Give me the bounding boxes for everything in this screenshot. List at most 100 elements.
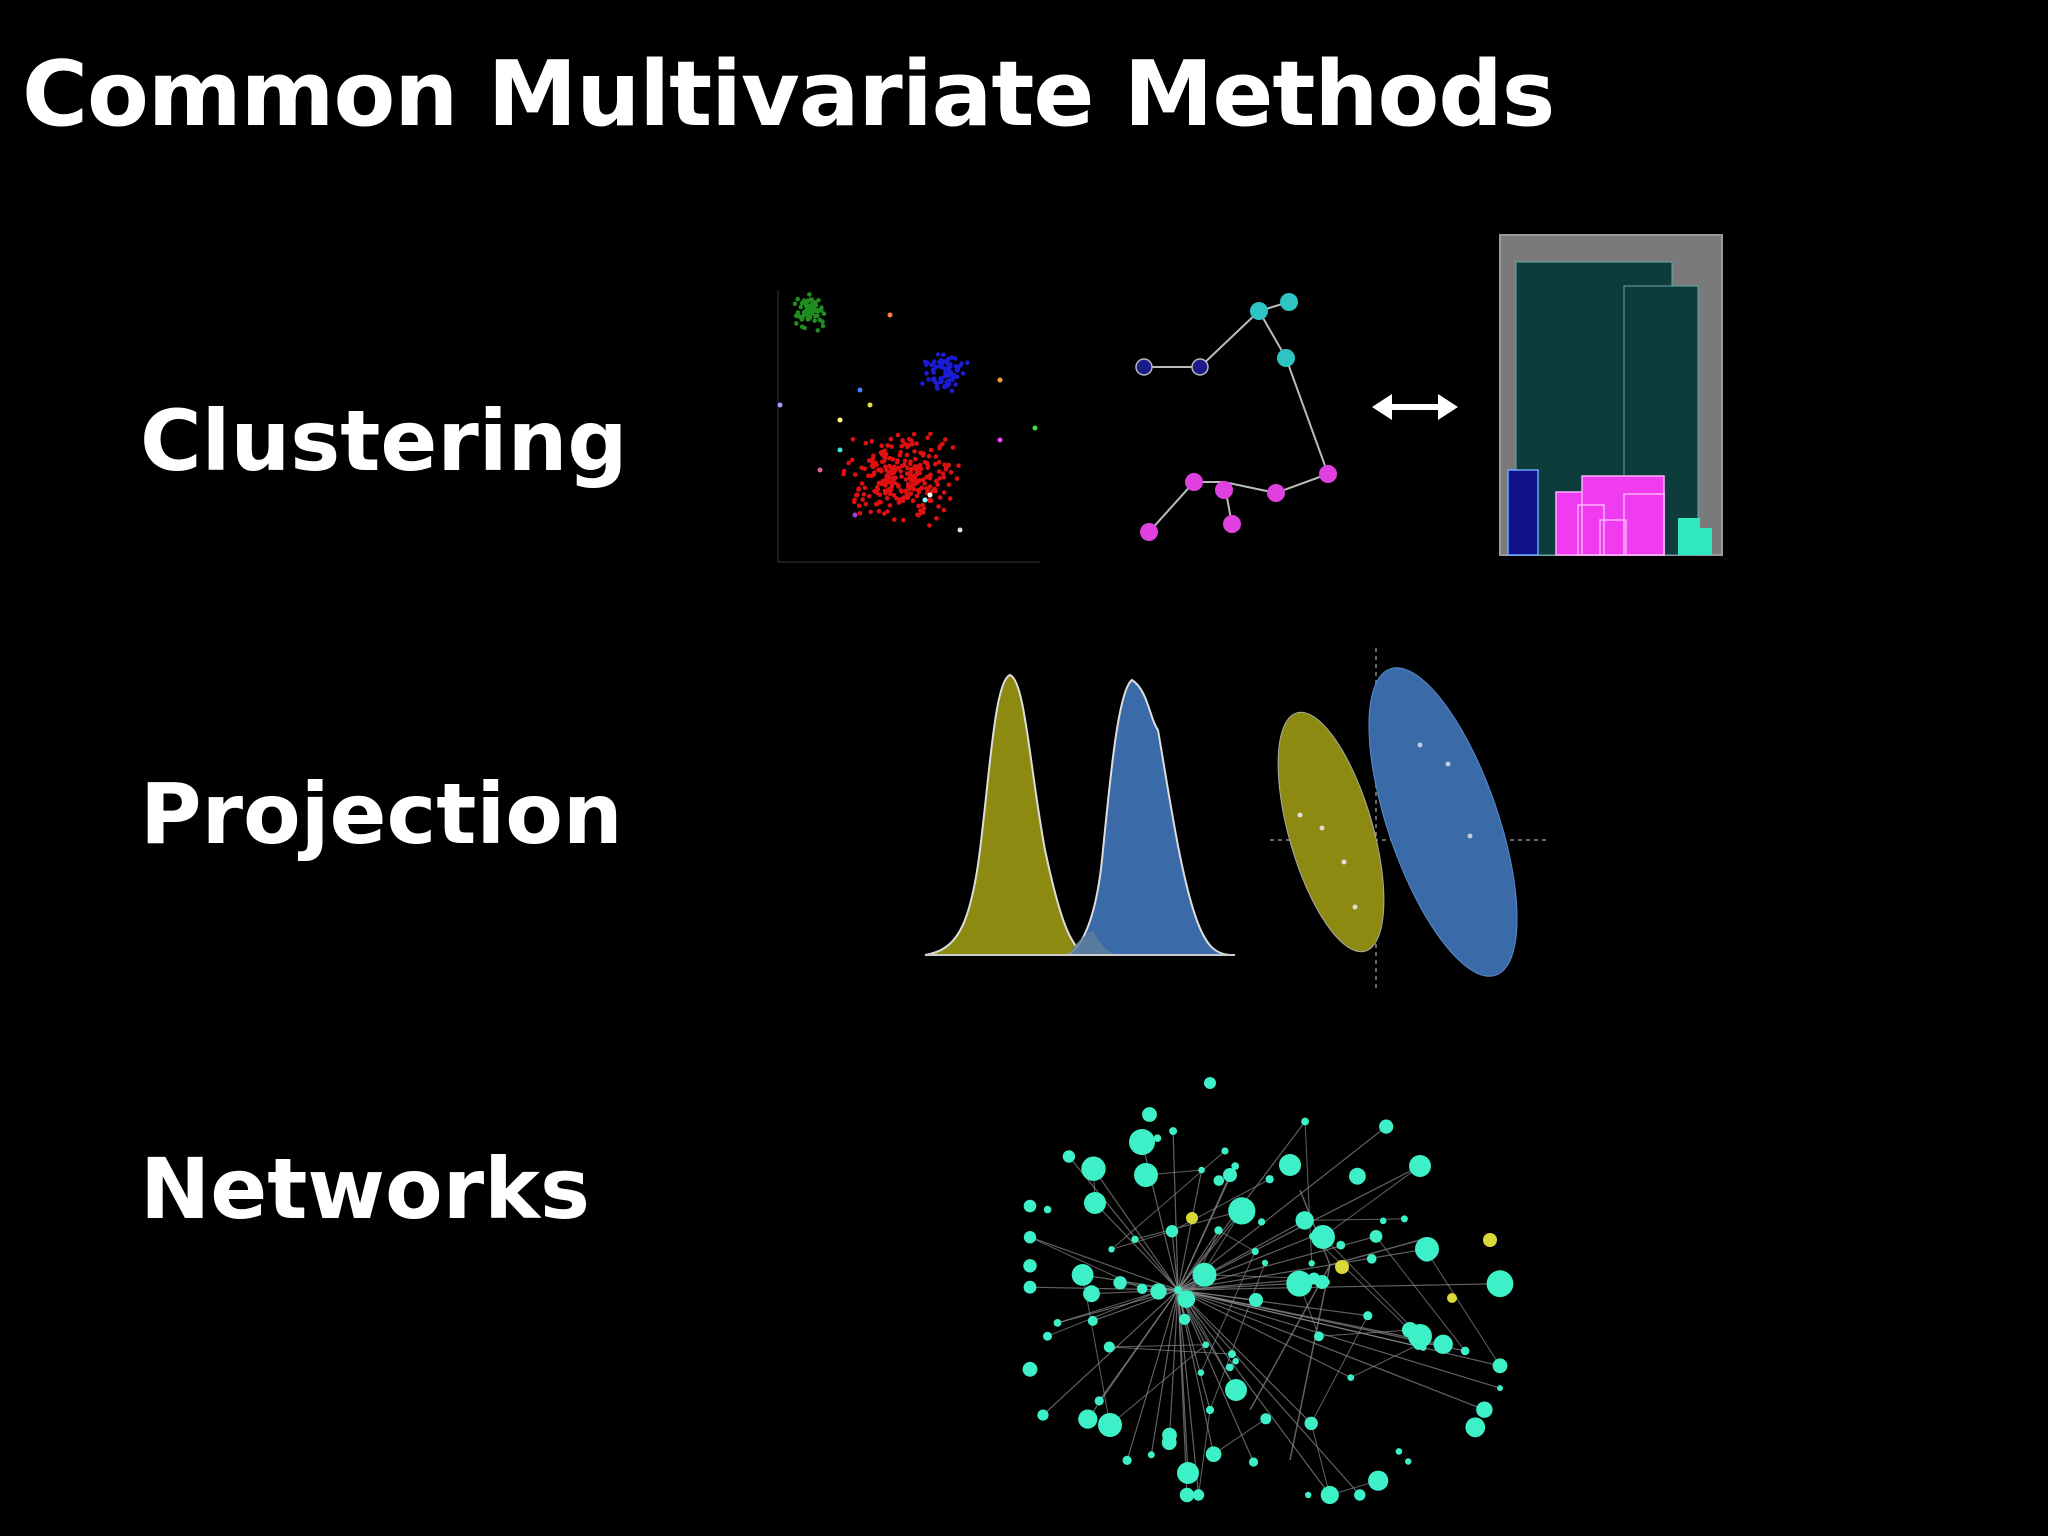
scatter-point bbox=[1032, 425, 1038, 431]
network-node bbox=[1094, 1396, 1104, 1406]
scatter-point bbox=[950, 445, 956, 450]
scatter-point bbox=[997, 437, 1003, 443]
scatter-point bbox=[820, 323, 826, 329]
scatter-point bbox=[949, 388, 955, 394]
network-node bbox=[1043, 1331, 1052, 1341]
network-node bbox=[1142, 1107, 1157, 1122]
scatter-point bbox=[920, 381, 925, 386]
scatter-point bbox=[805, 310, 811, 316]
tree-node bbox=[1223, 515, 1241, 533]
scatter-point bbox=[896, 465, 901, 471]
tree-node bbox=[1215, 481, 1233, 499]
network-node bbox=[1098, 1413, 1122, 1437]
network-edge bbox=[1094, 1202, 1179, 1291]
network-node bbox=[1460, 1346, 1470, 1356]
scatter-point bbox=[846, 460, 851, 466]
network-node bbox=[1228, 1197, 1256, 1225]
scatter-point bbox=[906, 442, 912, 448]
scatter-point bbox=[927, 484, 933, 489]
scatter-point bbox=[912, 449, 917, 454]
network-node bbox=[1225, 1379, 1247, 1401]
scatter-point bbox=[812, 306, 817, 312]
network-edge bbox=[1042, 1289, 1179, 1416]
network-edge bbox=[1134, 1210, 1242, 1240]
scatter-point bbox=[917, 478, 922, 483]
network-edge bbox=[1109, 1344, 1207, 1426]
scatter-point bbox=[884, 473, 889, 479]
scatter-point bbox=[876, 508, 882, 514]
network-node bbox=[1131, 1235, 1139, 1243]
scatter-point bbox=[946, 462, 952, 468]
scatter-point bbox=[795, 296, 800, 302]
scatter-point bbox=[896, 500, 902, 505]
scatter-point bbox=[794, 321, 799, 326]
scatter-point bbox=[956, 463, 961, 469]
network-node bbox=[1492, 1358, 1508, 1374]
scatter-point bbox=[942, 373, 948, 379]
scatter-point bbox=[935, 386, 940, 391]
network-node bbox=[1400, 1215, 1408, 1223]
network-node-highlight bbox=[1447, 1293, 1457, 1303]
scatter-point bbox=[943, 467, 949, 472]
network-node bbox=[1225, 1363, 1234, 1372]
network-node bbox=[1251, 1247, 1259, 1256]
projection-ellipses bbox=[1270, 648, 1550, 990]
scatter-point bbox=[902, 462, 907, 468]
scatter-point bbox=[887, 312, 893, 318]
network-edge bbox=[1249, 1264, 1331, 1411]
scatter-point bbox=[911, 432, 917, 437]
network-edge bbox=[1150, 1289, 1179, 1455]
scatter-point bbox=[879, 443, 884, 449]
scatter-point bbox=[857, 511, 863, 516]
network-edge bbox=[1126, 1289, 1179, 1461]
network-edge bbox=[1093, 1168, 1179, 1291]
scatter-point bbox=[943, 437, 948, 442]
scatter-point bbox=[965, 360, 970, 366]
scatter-point bbox=[934, 478, 939, 484]
scatter-point bbox=[907, 461, 913, 466]
network-edge bbox=[1109, 1344, 1206, 1348]
network-edge bbox=[1318, 1329, 1411, 1337]
network-node bbox=[1228, 1350, 1236, 1359]
scatter-point bbox=[900, 438, 905, 444]
network-node bbox=[1147, 1451, 1155, 1459]
scatter-point bbox=[801, 298, 807, 303]
scatter-point bbox=[862, 485, 868, 491]
projection-label: Projection bbox=[140, 765, 623, 863]
tree-node bbox=[1267, 484, 1285, 502]
scatter-point bbox=[915, 465, 921, 470]
network-edge bbox=[1098, 1289, 1179, 1402]
network-node-highlight bbox=[1483, 1233, 1497, 1247]
scatter-point bbox=[953, 382, 958, 387]
scatter-point bbox=[928, 472, 933, 478]
scatter-point bbox=[947, 496, 953, 501]
network-node bbox=[1022, 1361, 1038, 1377]
scatter-point bbox=[959, 361, 964, 366]
network-node bbox=[1308, 1260, 1315, 1267]
network-edge bbox=[1213, 1418, 1267, 1455]
network-node bbox=[1177, 1462, 1199, 1484]
network-edge bbox=[1304, 1121, 1313, 1264]
scatter-point bbox=[909, 466, 914, 472]
network-edge bbox=[1177, 1165, 1421, 1291]
scatter-point bbox=[934, 381, 940, 386]
scatter-point bbox=[892, 517, 897, 522]
scatter-point bbox=[863, 501, 869, 507]
scatter-point bbox=[893, 475, 898, 481]
network-node bbox=[1197, 1369, 1205, 1376]
network-edge bbox=[1171, 1231, 1179, 1291]
tree-node bbox=[1319, 465, 1337, 483]
scatter-point bbox=[872, 470, 877, 475]
scatter-point bbox=[875, 485, 880, 490]
network-node bbox=[1071, 1264, 1094, 1286]
network-edge bbox=[1299, 1189, 1331, 1266]
scatter-point bbox=[951, 373, 956, 378]
tree-node bbox=[1191, 358, 1209, 376]
network-node bbox=[1231, 1162, 1240, 1170]
scatter-point bbox=[921, 510, 926, 515]
scatter-point bbox=[882, 511, 887, 516]
networks-label: Networks bbox=[140, 1140, 591, 1238]
network-node bbox=[1497, 1385, 1503, 1392]
network-node bbox=[1134, 1163, 1158, 1187]
